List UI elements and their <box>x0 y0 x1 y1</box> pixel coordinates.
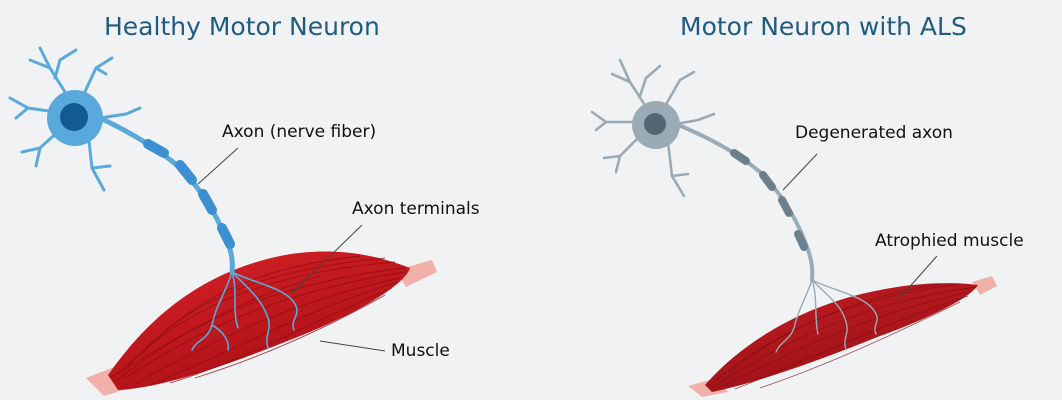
degenerated-axon-fiber <box>676 124 812 280</box>
als-leader-lines <box>783 154 937 301</box>
healthy-muscle <box>86 252 437 396</box>
healthy-panel-title: Healthy Motor Neuron <box>104 12 380 41</box>
healthy-axon-fiber <box>100 118 232 272</box>
atrophied-muscle <box>688 276 997 397</box>
axon-nerve-fiber-label: Axon (nerve fiber) <box>222 122 376 142</box>
als-nucleus <box>644 113 666 135</box>
healthy-motor-neuron-panel <box>10 48 437 396</box>
healthy-myelin-sheaths <box>148 144 230 244</box>
muscle-label: Muscle <box>391 341 450 361</box>
als-myelin-sheaths <box>734 153 804 247</box>
als-panel-title: Motor Neuron with ALS <box>680 12 967 41</box>
degenerated-axon-label: Degenerated axon <box>795 123 953 143</box>
atrophied-muscle-label: Atrophied muscle <box>875 231 1024 251</box>
als-motor-neuron-panel <box>592 60 997 397</box>
healthy-nucleus <box>60 103 88 131</box>
axon-terminals-label: Axon terminals <box>352 199 480 219</box>
healthy-muscle-belly <box>108 252 410 390</box>
